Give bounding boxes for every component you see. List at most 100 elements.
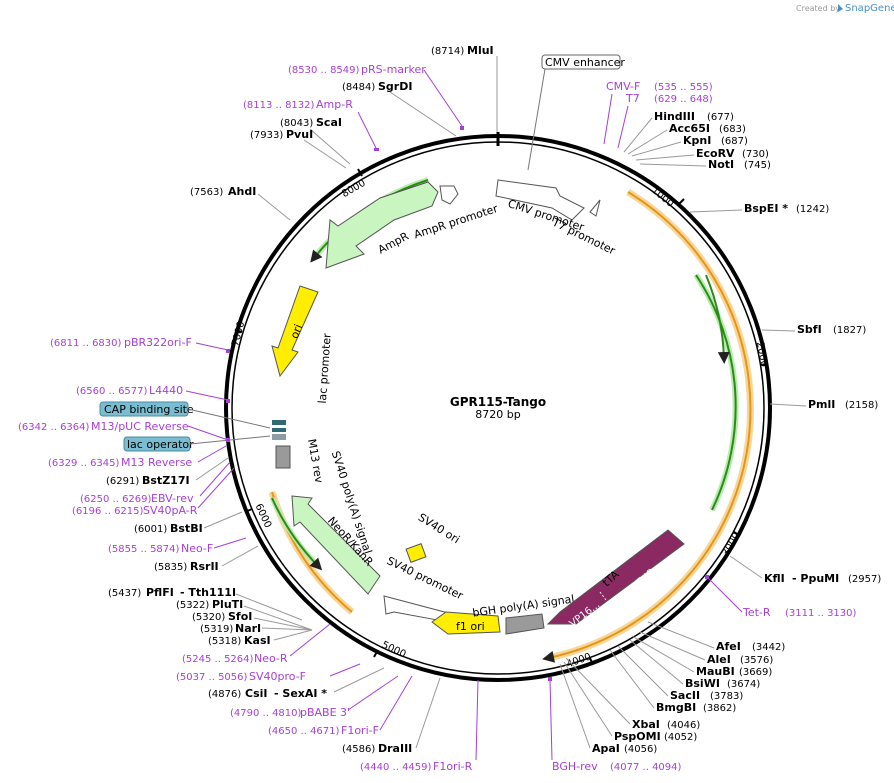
- site-leader-bstz17i: [195, 457, 229, 481]
- site-pos-bmgbi: (3862): [703, 703, 736, 714]
- sv40-polya-mark: [275, 445, 291, 469]
- site-leader-bmgbi: [609, 649, 655, 709]
- boxed-labels: CMV enhancer CAP binding site lac operat…: [99, 54, 625, 452]
- feature-label-lac-promoter: lac promoter: [316, 332, 334, 404]
- site-name-tth111i: - Tth111I: [180, 586, 236, 599]
- site-name-sbfi: SbfI: [797, 323, 822, 336]
- primer-name-cmv-f: CMV-F: [606, 80, 640, 93]
- site-name-sgrdi: SgrDI: [378, 80, 412, 93]
- site-leader-draiii: [415, 677, 441, 749]
- feature-label-m13-rev: M13 rev: [305, 438, 326, 485]
- f1-ori-arrow: [431, 611, 501, 635]
- site-name-acc65i: Acc65I: [669, 122, 710, 135]
- credit-brand: SnapGene: [845, 3, 894, 14]
- primer-leader-tet-r: [707, 577, 743, 613]
- tick-5000: [373, 649, 379, 658]
- site-name-sexai: - SexAI *: [274, 687, 327, 700]
- site-leader-alei: [639, 631, 706, 661]
- cap-site-label: CAP binding site: [104, 403, 194, 416]
- site-leader-xbai: [565, 657, 631, 725]
- site-name-bstz17i: BstZ17I: [142, 474, 190, 487]
- site-name-pmli: PmlI: [808, 398, 835, 411]
- site-leader-rsrii: [221, 545, 259, 567]
- site-leader-maubi: [631, 635, 695, 673]
- primer-leader-amp-r: [357, 111, 377, 149]
- primer-mark-prs-marker: [460, 126, 464, 130]
- site-name-scai: ScaI: [316, 116, 342, 129]
- primer-leader-ebv-rev: [199, 461, 231, 497]
- primer-leader-cmv-f: [603, 93, 613, 145]
- site-pos-pvui: (7933): [250, 130, 283, 141]
- site-pos-pmli: (2158): [845, 400, 878, 411]
- site-leader-hindiii: [623, 117, 653, 153]
- site-pos-acc65i: (683): [719, 124, 746, 135]
- site-name-bstbi: BstBI: [170, 522, 203, 535]
- site-leader-afei: [647, 621, 715, 649]
- site-leader-sfoi: [253, 617, 313, 631]
- primer-mark-tet-r: [705, 575, 709, 579]
- tick-label-3000: 3000: [720, 531, 742, 559]
- primer-leader-neo-f: [213, 537, 247, 549]
- site-leader-kfli: [729, 555, 763, 579]
- tick-3000: [733, 531, 741, 537]
- primer-pos-t7: (629 .. 648): [654, 94, 713, 105]
- primer-pos-f1ori-f: (4650 .. 4671): [268, 726, 340, 737]
- site-pos-rsrii: (5835): [154, 562, 187, 573]
- tick-label-8000: 8000: [340, 178, 368, 200]
- site-pos-csii: (4876): [208, 689, 241, 700]
- site-leader-bspei: [689, 209, 743, 213]
- primer-leader-sv40pa-r: [197, 467, 235, 509]
- primer-pos-prs-marker: (8530 .. 8549): [288, 65, 360, 76]
- primer-leader-f1ori-f: [379, 675, 413, 731]
- site-leader-ahdi: [257, 193, 291, 221]
- site-leader-noti: [639, 163, 707, 167]
- primer-leader-neo-r: [289, 623, 331, 657]
- site-leader-sgrdi: [389, 91, 457, 137]
- site-name-draiii: DraIII: [378, 742, 412, 755]
- primer-pos-l4440: (6560 .. 6577): [76, 386, 148, 397]
- site-name-maubi: MauBI: [696, 665, 735, 678]
- site-leader-pvui: [303, 139, 347, 169]
- site-leader-sbfi: [761, 329, 796, 332]
- site-pos-bstbi: (6001): [134, 524, 167, 535]
- primer-name-l4440: L4440: [149, 384, 183, 397]
- feature-label-sv40-ori: SV40 ori: [416, 511, 462, 547]
- site-leader-pmli: [769, 403, 807, 407]
- primer-name-pbabe3: pBABE 3': [300, 706, 350, 719]
- site-pos-ecorv: (730): [742, 149, 769, 160]
- site-name-psp-omi: PspOMI: [614, 730, 661, 743]
- primer-mark-l4440: [226, 399, 230, 403]
- primer-name-prs-marker: pRS-marker: [361, 63, 426, 76]
- primer-name-bgh-rev: BGH-rev: [552, 760, 598, 773]
- site-name-sfoi: SfoI: [228, 610, 252, 623]
- site-name-xbai: XbaI: [632, 718, 660, 731]
- ampr-arrow: [325, 181, 439, 269]
- site-pos-kfli: (2957): [848, 574, 881, 585]
- snapgene-logo-icon: [838, 4, 843, 12]
- site-name-kpni: KpnI: [683, 134, 711, 147]
- site-leader-acc65i: [627, 129, 668, 155]
- site-pos-scai: (8043): [280, 118, 313, 129]
- site-name-kasi: KasI: [244, 634, 271, 647]
- site-pos-sgrdi: (8484): [342, 82, 375, 93]
- neo-orf-arc: [271, 497, 323, 571]
- orf-arc-2: [705, 274, 730, 364]
- primer-leader-t7: [617, 105, 629, 149]
- t7-promoter-arrow: [589, 199, 601, 217]
- plasmid-name: GPR115-Tango: [450, 395, 546, 409]
- tick-2000: [759, 363, 769, 366]
- lac-operator-label: lac operator: [127, 438, 194, 451]
- site-pos-sfoi: (5320): [192, 612, 225, 623]
- tetr-region-arc: [542, 191, 752, 663]
- site-name-afei: AfeI: [716, 640, 741, 653]
- ampr-promoter-arrow: [439, 185, 459, 205]
- orf-arc-1: [695, 274, 737, 511]
- site-leader-kpni: [631, 141, 682, 157]
- tick-7000: [234, 329, 243, 333]
- primer-pos-m13-reverse: (6329 .. 6345): [48, 458, 120, 469]
- primer-leader-l4440: [185, 390, 229, 401]
- primer-name-neo-r: Neo-R: [254, 652, 288, 665]
- neokanr-arrow: [291, 495, 381, 595]
- cap-site-mark: [272, 428, 286, 432]
- site-pos-draiii: (4586): [342, 744, 375, 755]
